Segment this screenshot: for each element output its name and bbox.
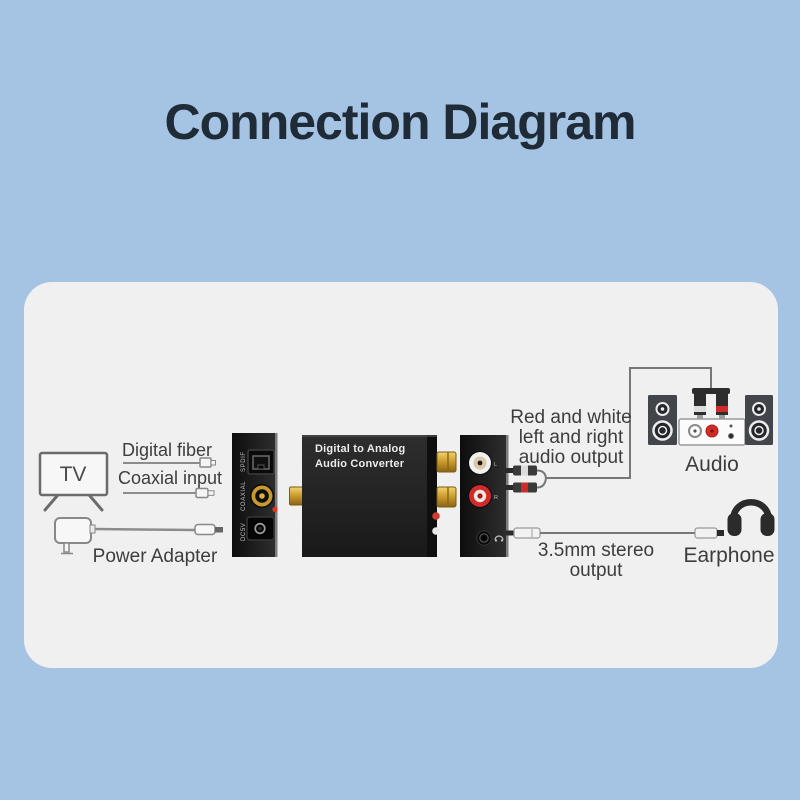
coax-jack-icon	[289, 486, 304, 506]
tv-icon: TV	[38, 451, 109, 512]
rca-port-white-icon	[468, 451, 492, 475]
aux-cable-icon	[506, 527, 724, 539]
optical-cable-icon	[123, 457, 216, 468]
spdif-port-icon	[247, 449, 275, 475]
rca-note-line3: audio output	[519, 447, 624, 468]
stereo-note-line2: output	[570, 560, 624, 581]
side-port-red	[432, 512, 440, 520]
earphone-icon	[727, 499, 775, 536]
side-port-white	[432, 527, 440, 535]
coaxial-input-label: Coaxial input	[118, 468, 222, 488]
speaker-left-icon	[648, 395, 677, 445]
dc5v-port-icon	[246, 516, 275, 541]
converter-box: Digital to Analog Audio Converter	[289, 435, 457, 557]
port-r-label: R	[494, 495, 498, 501]
earphone-label: Earphone	[683, 544, 774, 567]
power-adapter-label: Power Adapter	[93, 546, 218, 567]
rca-note-line1: Red and white	[510, 407, 631, 428]
headphone-glyph-icon	[494, 535, 504, 542]
rca-plugs-into-amp-icon	[692, 388, 730, 421]
coaxial-cable-icon	[123, 487, 215, 499]
digital-fiber-label: Digital fiber	[122, 440, 212, 460]
converter-name-line2: Audio Converter	[315, 458, 405, 470]
converter-output-panel: L R	[460, 435, 509, 557]
amplifier-icon	[678, 418, 746, 446]
tv-label: TV	[60, 463, 87, 486]
page-title: Connection Diagram	[164, 94, 637, 150]
connection-diagram: TV Digital fiber Coaxial input	[38, 367, 775, 581]
coaxial-label: COAXIAL	[241, 481, 247, 511]
coaxial-port-icon	[250, 484, 274, 508]
stereo-note-line1: 3.5mm stereo	[538, 540, 654, 561]
rca-y-cable-icon	[505, 465, 547, 493]
converter-name-line1: Digital to Analog	[315, 443, 405, 455]
spdif-label: SPDIF	[241, 451, 247, 472]
power-adapter-icon	[54, 517, 223, 555]
rca-port-red-icon	[468, 484, 492, 508]
port-l-label: L	[494, 462, 497, 468]
audio-connection-line	[546, 367, 712, 479]
speaker-right-icon	[745, 395, 773, 445]
audio-label: Audio	[685, 453, 739, 476]
rca-output-jacks-icon	[436, 451, 457, 508]
rca-note-line2: left and right	[519, 427, 624, 448]
diagram-panel: TV Digital fiber Coaxial input	[24, 282, 778, 668]
converter-input-panel: SPDIF COAXIAL DC5V	[232, 433, 278, 557]
aux-port-icon	[476, 530, 492, 546]
power-led	[272, 506, 278, 513]
dc5v-label: DC5V	[241, 523, 247, 541]
